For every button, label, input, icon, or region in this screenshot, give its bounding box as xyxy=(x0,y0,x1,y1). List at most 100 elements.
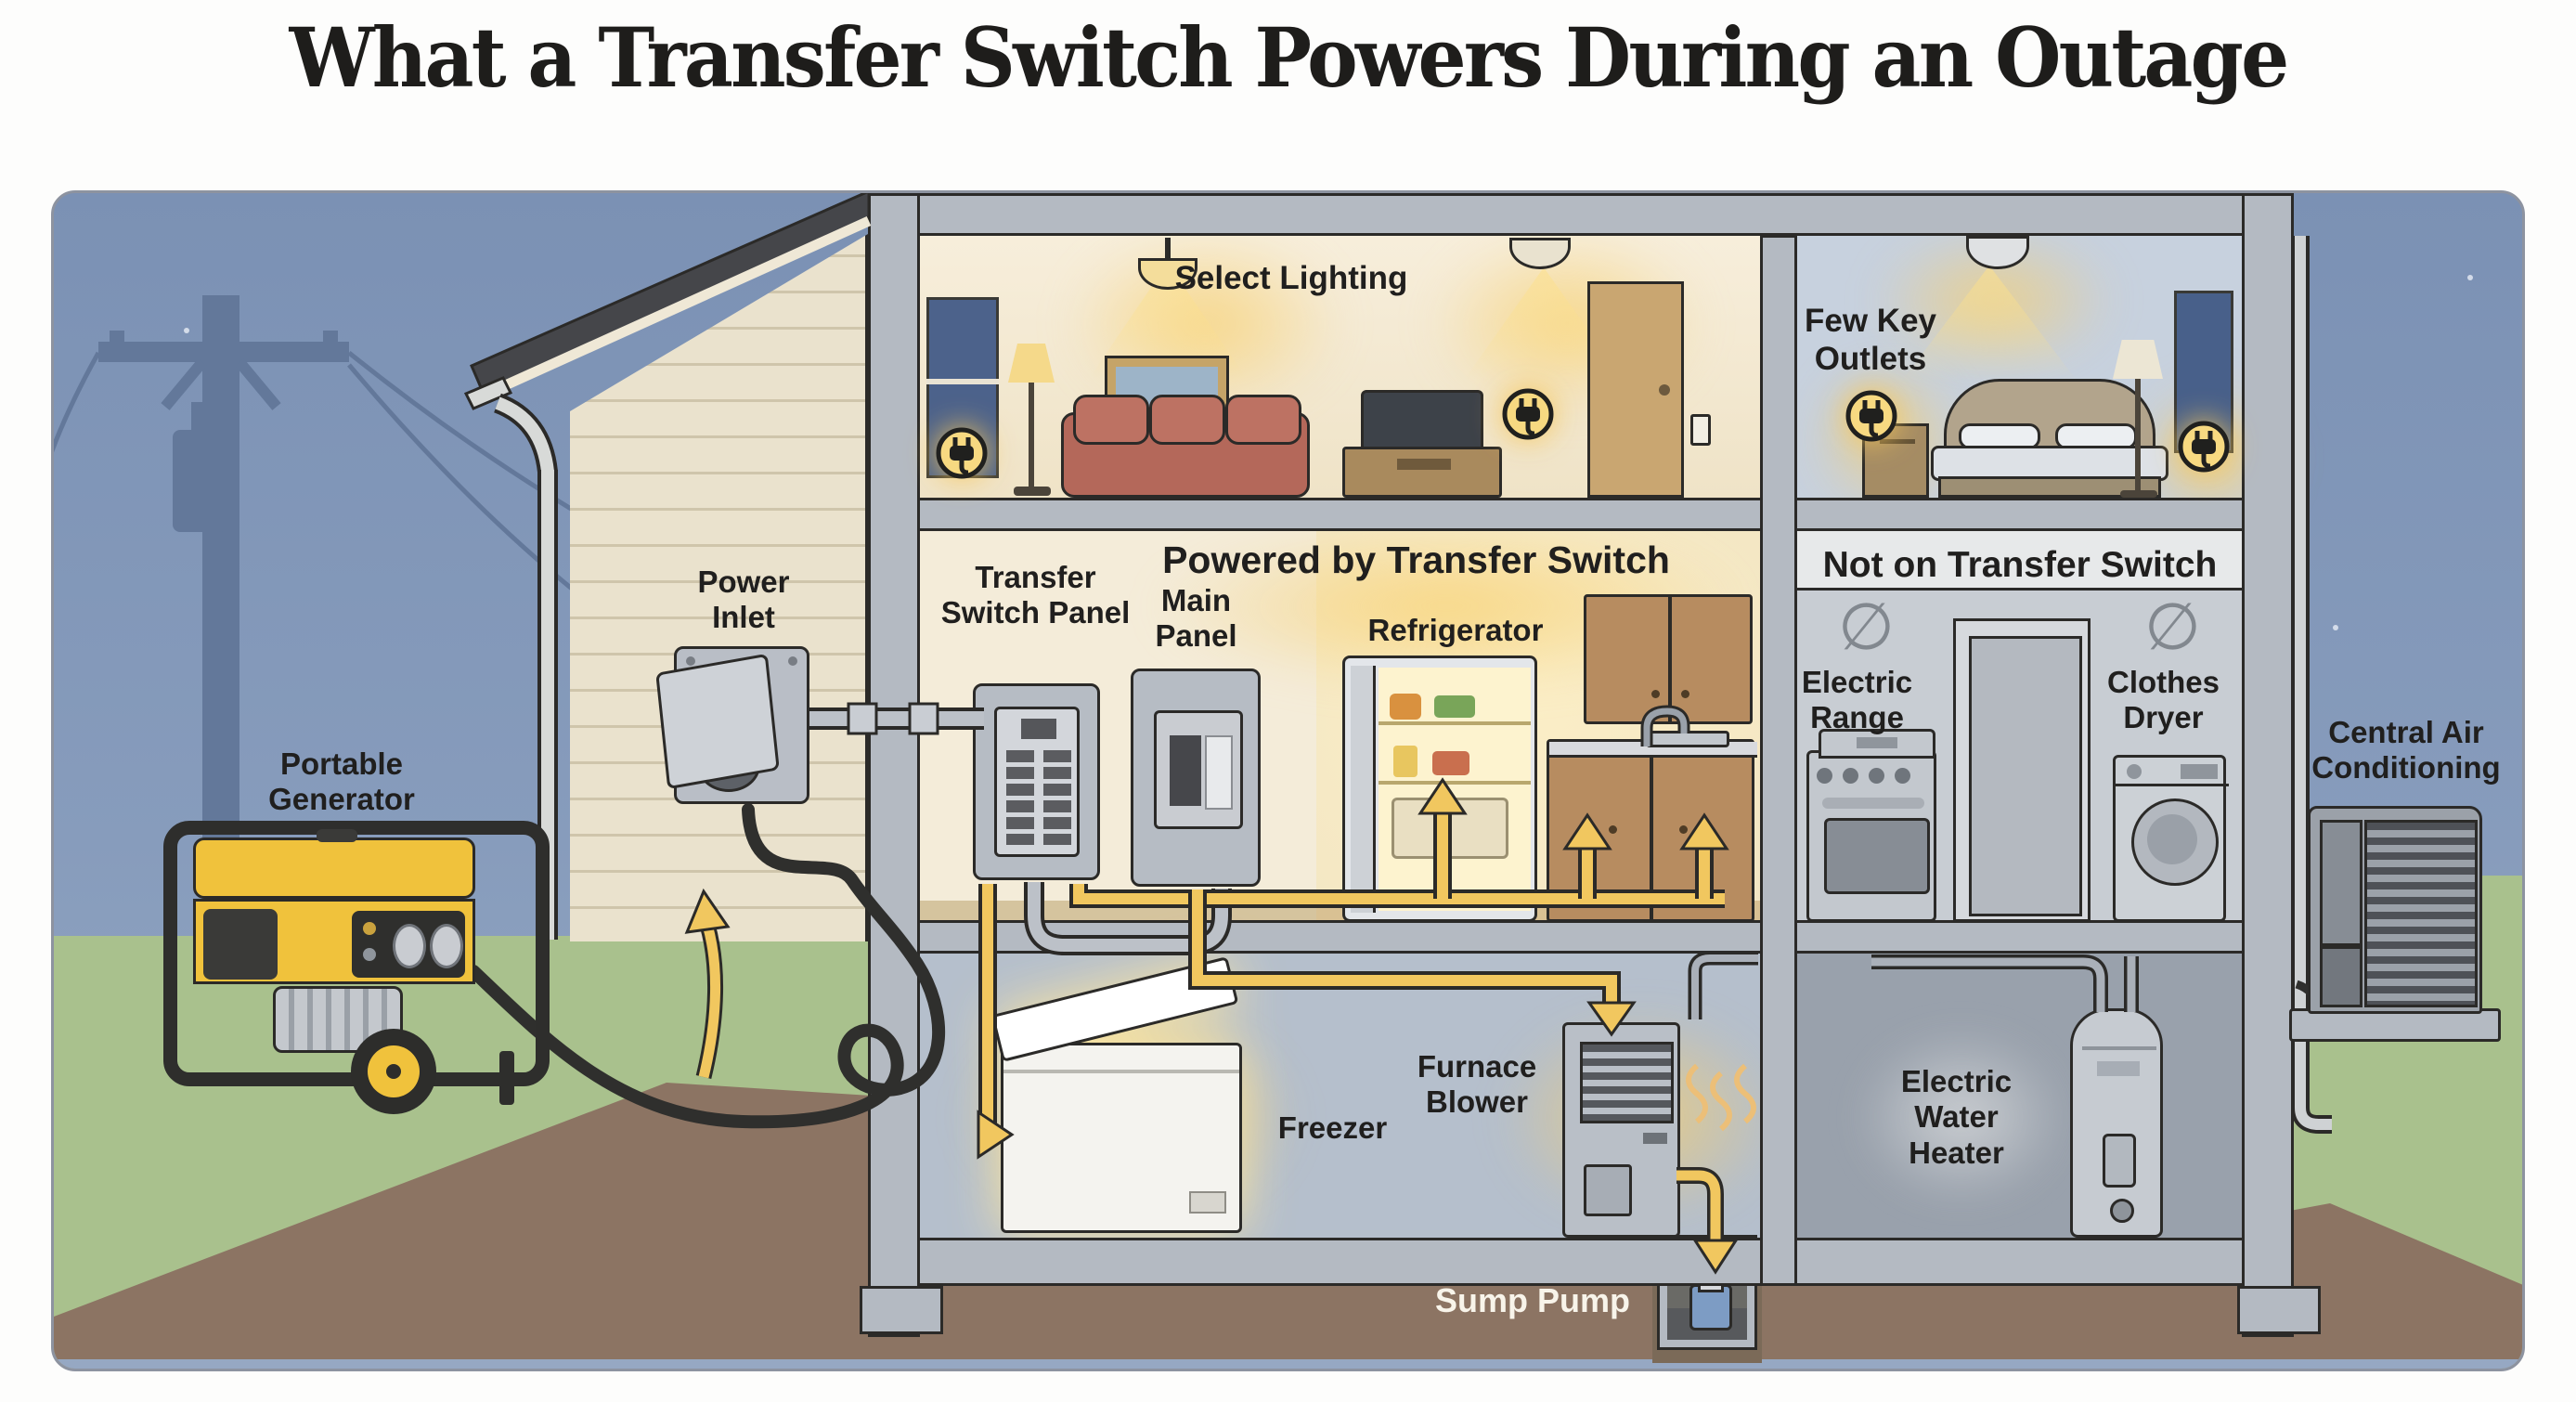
fridge-food xyxy=(1390,694,1421,720)
dryer-panel xyxy=(2181,764,2218,779)
screw xyxy=(788,656,797,666)
freezer-badge xyxy=(1189,1191,1226,1214)
central-air-label: Central Air Conditioning xyxy=(2311,715,2501,785)
powered-header: Powered by Transfer Switch xyxy=(1162,539,1670,581)
oven-window xyxy=(1824,818,1930,894)
breaker-column xyxy=(1006,750,1034,845)
select-lighting-label: Select Lighting xyxy=(1174,260,1408,296)
clothes-dryer-label: Clothes Dryer xyxy=(2106,665,2220,735)
fridge-open-door xyxy=(1351,666,1376,913)
star xyxy=(2467,275,2473,280)
freezer-seam xyxy=(1003,1070,1239,1073)
engine-block xyxy=(203,909,278,980)
bedroom-ceiling-light-icon xyxy=(1966,236,2029,269)
generator-foot xyxy=(499,1051,514,1105)
generator-body xyxy=(193,899,475,984)
bedroom-window xyxy=(2174,291,2233,453)
dryer-knob xyxy=(2127,764,2142,779)
bedroom-lamp-shade xyxy=(2113,340,2163,379)
fridge-shelf xyxy=(1379,781,1531,785)
furnace-blower-unit xyxy=(1562,1022,1680,1238)
generator-wheel xyxy=(351,1029,436,1114)
no-power-icon: ∅ xyxy=(2144,589,2201,665)
ac-side-panel xyxy=(2320,820,2362,946)
bed-base xyxy=(1938,476,2161,498)
sofa-cushion xyxy=(1225,395,1301,445)
portable-generator xyxy=(154,808,572,1114)
screw xyxy=(686,656,695,666)
range-knob xyxy=(1817,768,1832,784)
cabinet-knob xyxy=(1609,825,1617,834)
fridge-food xyxy=(1434,695,1475,718)
outlet-panel xyxy=(352,911,465,978)
generator-frame xyxy=(163,821,550,1086)
sump-pump-label: Sump Pump xyxy=(1435,1281,1631,1319)
wheel-axle xyxy=(386,1064,401,1079)
footing-right xyxy=(2237,1286,2321,1334)
not-powered-header: Not on Transfer Switch xyxy=(1822,545,2218,585)
main-panel-label: Main Panel xyxy=(1155,583,1237,654)
panel-bottom-edge xyxy=(54,1359,2522,1369)
floor-lamp-base xyxy=(1014,487,1051,496)
powered-outlet-icon xyxy=(936,427,988,479)
furnace-louvers xyxy=(1580,1042,1674,1123)
generator-outlet xyxy=(393,924,426,968)
generator-tank xyxy=(193,829,475,899)
upper-cabinets xyxy=(1584,594,1753,724)
fridge-food xyxy=(1393,746,1417,777)
bed-mattress xyxy=(1931,446,2168,481)
nightstand xyxy=(1862,423,1929,498)
main-panel xyxy=(1131,669,1261,887)
center-wall-column xyxy=(1760,235,1797,1286)
chest-freezer xyxy=(1001,1043,1242,1233)
drawer-pull xyxy=(1880,439,1915,444)
cabinet-divider xyxy=(1668,597,1672,721)
few-key-outlets-label: Few Key Outlets xyxy=(1805,303,1936,377)
cabinet-knob xyxy=(1681,690,1689,698)
dryer-line xyxy=(2116,784,2229,786)
page-title: What a Transfer Switch Powers During an … xyxy=(289,9,2290,106)
cabinet-knob xyxy=(1679,825,1688,834)
main-breaker-light xyxy=(1205,735,1233,810)
generator-cord-icon xyxy=(467,803,946,1129)
transfer-switch-panel xyxy=(973,683,1100,880)
grey-door-frame xyxy=(1953,618,2091,922)
range-backguard xyxy=(1819,729,1935,759)
panel-switch xyxy=(363,948,376,961)
panel-face xyxy=(1154,710,1243,829)
star xyxy=(2333,625,2338,630)
fridge-food xyxy=(1432,751,1469,775)
powered-outlet-icon xyxy=(2178,421,2230,473)
freezer-glow xyxy=(982,956,1261,1247)
electric-range xyxy=(1806,729,1936,922)
not-powered-header-strip xyxy=(1797,531,2242,591)
range-knob xyxy=(1843,768,1858,784)
cabinet-divider xyxy=(1650,755,1653,922)
furnace-indicator xyxy=(1643,1133,1667,1144)
panel-face xyxy=(994,707,1080,857)
electric-water-heater-label: Electric Water Heater xyxy=(1900,1064,2013,1170)
pendant-rod xyxy=(1165,238,1171,260)
range-display xyxy=(1857,737,1897,748)
range-handle xyxy=(1822,798,1924,809)
electric-water-heater-tank xyxy=(2070,1008,2163,1238)
console-shelf-item xyxy=(1397,459,1451,470)
power-inlet-lid xyxy=(655,653,780,790)
transfer-switch-panel-label: Transfer Switch Panel xyxy=(940,560,1131,630)
main-breaker-dark xyxy=(1170,735,1201,806)
breaker-column xyxy=(1043,750,1071,845)
floor-slab-upper xyxy=(868,498,2294,531)
bedroom-lamp-base xyxy=(2120,490,2157,498)
refrigerator-label: Refrigerator xyxy=(1367,613,1544,647)
generator-outlet xyxy=(430,924,463,968)
cabinet-knob xyxy=(1651,690,1660,698)
dryer-door xyxy=(2131,798,2219,886)
footing-left xyxy=(860,1286,943,1334)
furnace-panel xyxy=(1584,1164,1632,1216)
tank-access-panel xyxy=(2103,1134,2136,1188)
sofa-cushion xyxy=(1073,395,1149,445)
range-knob xyxy=(1895,768,1910,784)
furnace-blower-label: Furnace Blower xyxy=(1417,1049,1537,1120)
ac-access xyxy=(2320,946,2362,1007)
electric-range-label: Electric Range xyxy=(1801,665,1913,735)
